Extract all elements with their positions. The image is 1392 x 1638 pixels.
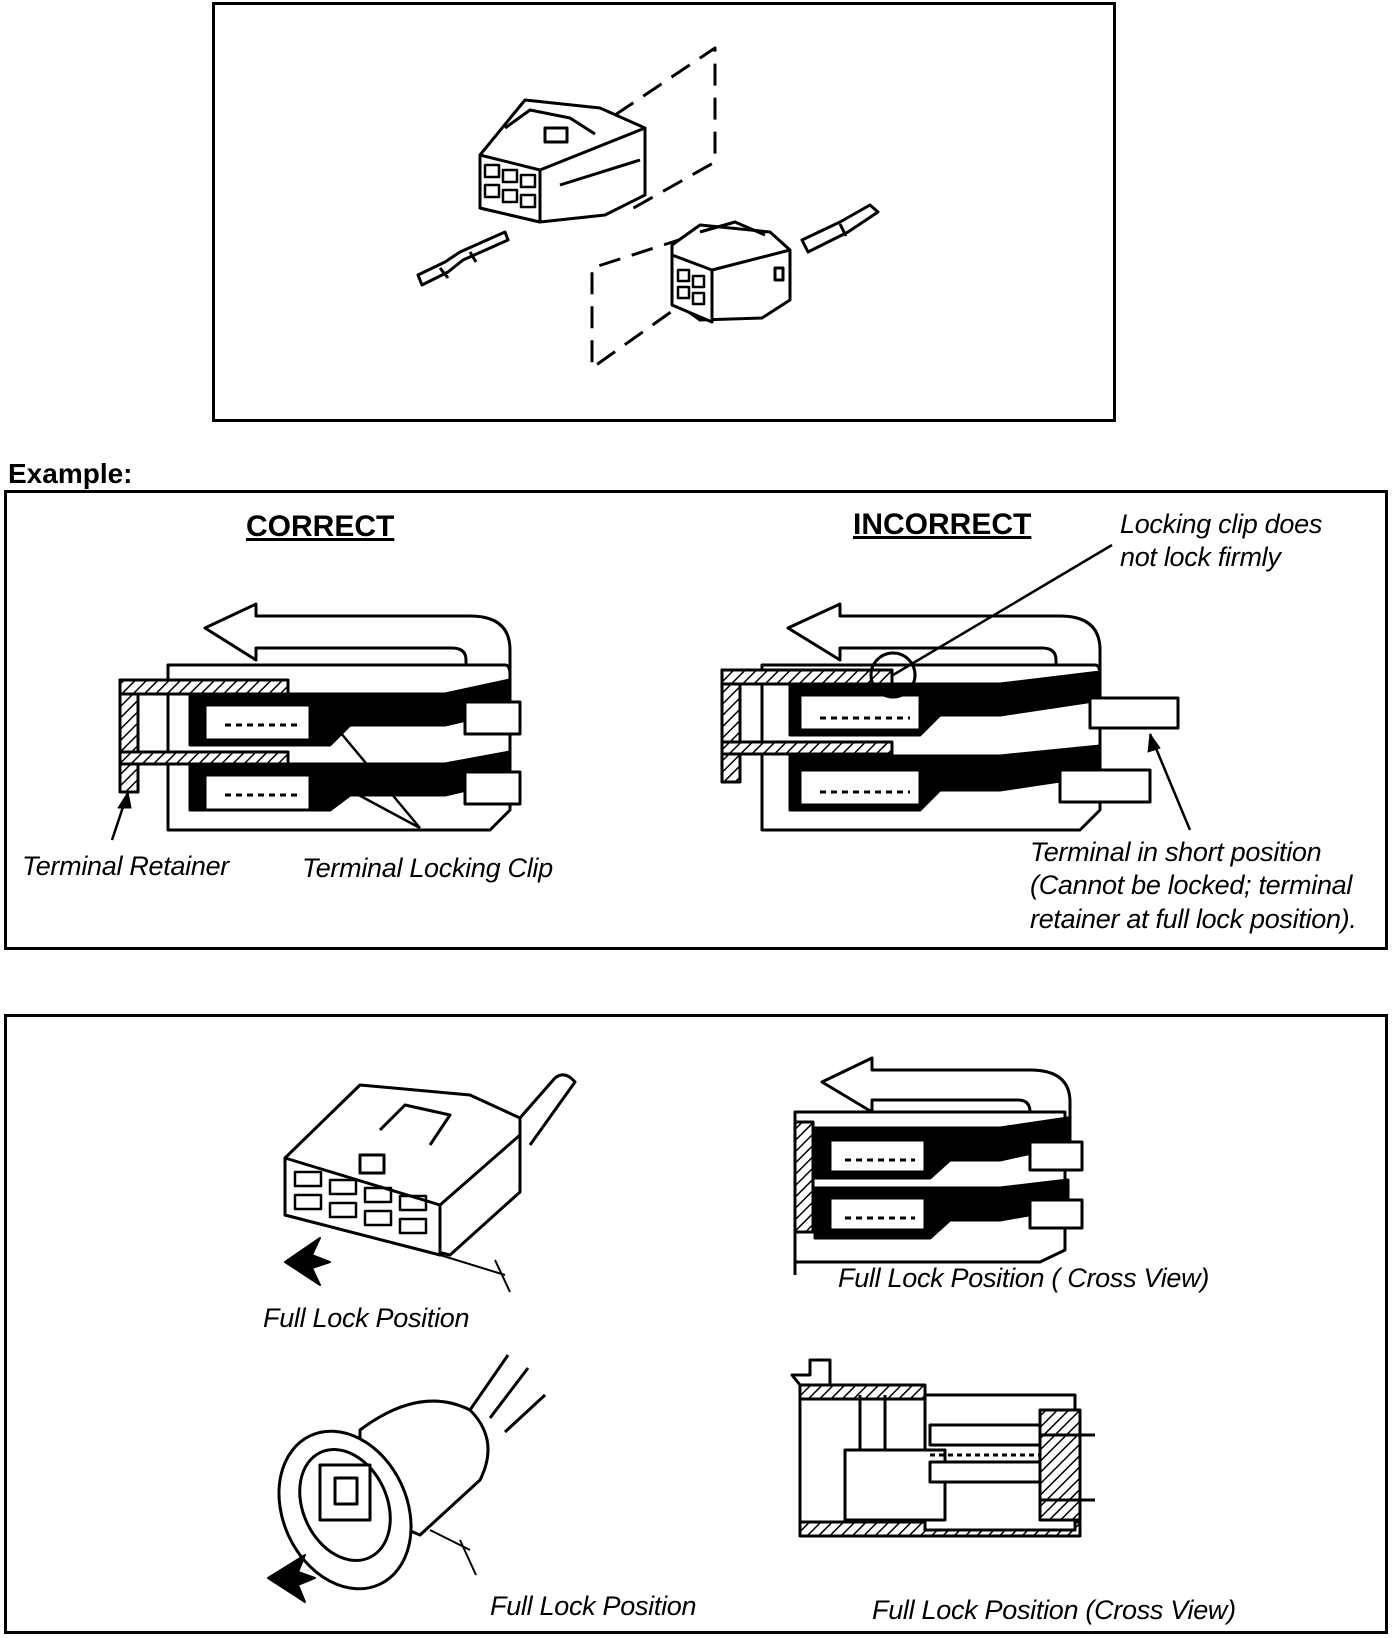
connector-illustration-frame bbox=[212, 2, 1116, 422]
locking-clip-note-line-2: not lock firmly bbox=[1120, 542, 1281, 573]
short-position-note-line-2: (Cannot be locked; terminal bbox=[1030, 870, 1353, 901]
example-heading: Example: bbox=[8, 458, 133, 489]
full-lock-cross-view-1 bbox=[793, 1056, 1084, 1275]
full-lock-connector-rect bbox=[283, 1073, 577, 1293]
correct-cross-section bbox=[110, 602, 522, 841]
incorrect-cross-section bbox=[720, 543, 1192, 832]
full-lock-connector-round bbox=[267, 1354, 547, 1603]
full-lock-caption-bottom-right: Full Lock Position (Cross View) bbox=[872, 1595, 1236, 1625]
short-position-note-line-3: retainer at full lock position). bbox=[1030, 903, 1357, 934]
full-lock-caption-top-right: Full Lock Position ( Cross View) bbox=[838, 1263, 1210, 1293]
example-panel-frame bbox=[4, 490, 1388, 950]
short-position-note: Terminal in short position (Cannot be lo… bbox=[1030, 836, 1357, 936]
short-position-note-line-1: Terminal in short position bbox=[1030, 837, 1322, 867]
terminal-locking-clip-label: Terminal Locking Clip bbox=[302, 853, 553, 883]
full-lock-caption-top-left: Full Lock Position bbox=[263, 1303, 470, 1333]
lock-position-panel-frame bbox=[4, 1014, 1388, 1634]
full-lock-caption-bottom-left: Full Lock Position bbox=[490, 1591, 697, 1621]
correct-heading: CORRECT bbox=[246, 510, 395, 543]
locking-clip-note-line-1: Locking clip does bbox=[1120, 509, 1323, 539]
full-lock-cross-view-2 bbox=[790, 1358, 1095, 1538]
incorrect-heading: INCORRECT bbox=[853, 508, 1032, 541]
terminal-retainer-label: Terminal Retainer bbox=[22, 851, 229, 881]
exploded-connector-drawing bbox=[416, 46, 880, 370]
locking-clip-note: Locking clip does not lock firmly bbox=[1120, 508, 1322, 575]
